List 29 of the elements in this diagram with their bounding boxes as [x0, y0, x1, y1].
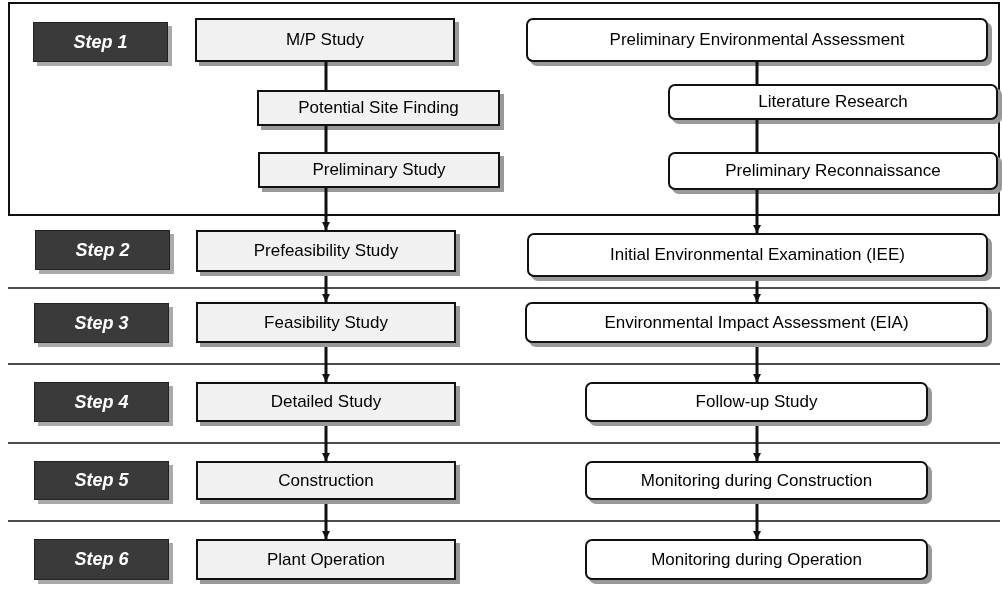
box-text: Step 5: [74, 470, 129, 491]
box-text: Preliminary Environmental Assessment: [609, 30, 905, 50]
box-text: Feasibility Study: [264, 312, 388, 333]
box-text: Plant Operation: [266, 549, 386, 570]
box-text: Step 6: [74, 549, 129, 570]
connector-line: [755, 120, 759, 152]
box-text: Follow-up Study: [695, 392, 818, 412]
box-text: Monitoring during Operation: [651, 549, 862, 570]
box-text: Monitoring during Construction: [640, 470, 873, 491]
box-text: Step 1: [73, 31, 128, 53]
box-text: Construction: [278, 470, 374, 491]
connector-line: [324, 62, 328, 90]
box-text: Detailed Study: [270, 392, 382, 412]
box-text: Environmental Impact Assessment (EIA): [604, 312, 909, 333]
connector-line: [755, 62, 759, 84]
box-text: Step 2: [75, 239, 130, 261]
connector-arrow: [753, 190, 761, 233]
box-text: Preliminary Reconnaissance: [725, 161, 941, 181]
box-text: Prefeasibility Study: [253, 241, 399, 261]
box-text: Potential Site Finding: [298, 98, 459, 118]
box-text: Step 3: [74, 312, 129, 334]
connector-arrow: [322, 188, 330, 230]
step-band: [8, 2, 1000, 216]
box-text: Initial Environmental Examination (IEE): [610, 245, 905, 265]
connector-line: [324, 126, 328, 152]
box-text: Literature Research: [758, 92, 908, 112]
box-text: Preliminary Study: [312, 160, 446, 180]
box-text: Step 4: [74, 391, 129, 413]
box-text: M/P Study: [285, 30, 365, 50]
